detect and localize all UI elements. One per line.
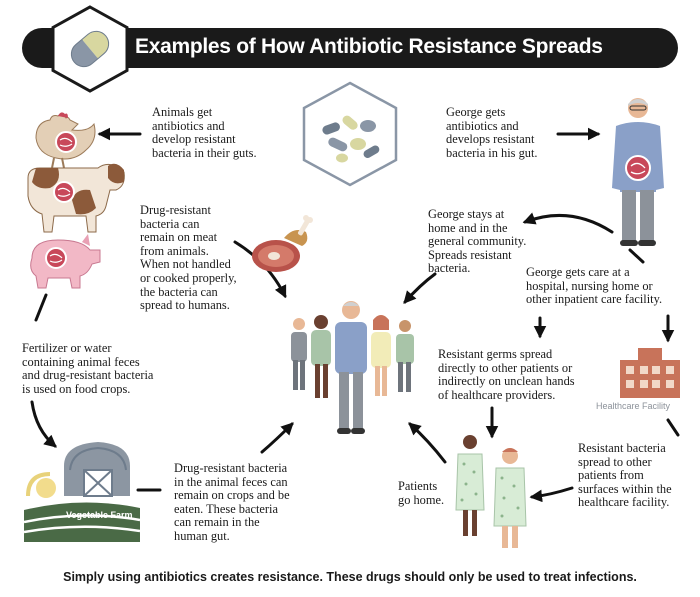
george-figure	[612, 98, 664, 246]
arrow-community-to-crowd	[403, 272, 437, 304]
footer-message: Simply using antibiotics creates resista…	[63, 570, 637, 584]
person-1	[291, 318, 307, 390]
chicken-icon	[35, 112, 96, 169]
hospital-building-icon	[620, 348, 680, 398]
capsule-icon	[51, 5, 129, 93]
header-bar	[22, 28, 678, 68]
arrow-surfaces-to-patients	[529, 486, 574, 503]
line-pig-to-fertilizer	[34, 293, 48, 322]
arrow-crops-to-crowd	[260, 422, 294, 454]
person-3	[335, 301, 367, 434]
cow-icon	[27, 163, 125, 233]
patient-woman	[455, 435, 485, 536]
person-2	[311, 315, 331, 398]
person-5	[396, 320, 414, 392]
healthcare-facility-label: Healthcare Facility	[596, 401, 671, 411]
arrow-fertilizer-to-farm	[30, 400, 57, 448]
vegetable-farm-icon	[24, 442, 140, 542]
community-group	[291, 301, 414, 434]
arrow-george-home	[522, 212, 614, 234]
page-title: Examples of How Antibiotic Resistance Sp…	[135, 35, 603, 58]
vegetable-farm-label: Vegetable Farm	[66, 510, 133, 520]
line-facility-to-surfaces	[666, 418, 680, 437]
pills-icon	[302, 81, 398, 187]
patient-man	[493, 448, 527, 548]
patients-figures	[455, 435, 527, 548]
person-4	[371, 315, 391, 396]
meat-icon	[252, 215, 313, 272]
arrow-home-to-crowd	[408, 422, 447, 464]
line-george-to-care	[628, 248, 645, 264]
pig-icon	[30, 234, 101, 289]
